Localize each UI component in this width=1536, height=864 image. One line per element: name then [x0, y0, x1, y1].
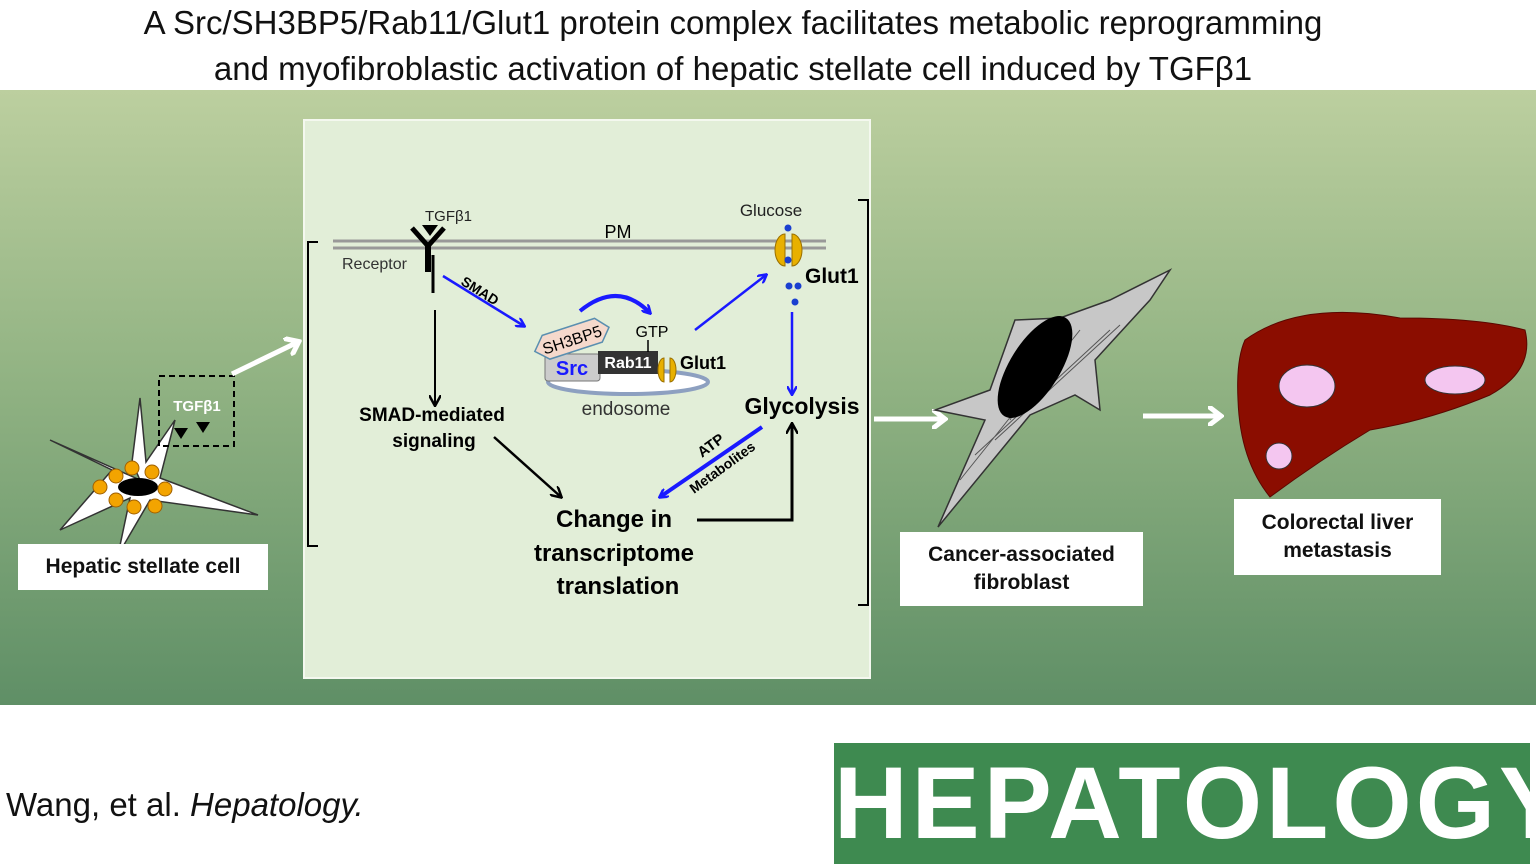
rab11-label: Rab11 [604, 355, 651, 372]
right-bracket [858, 199, 869, 606]
page-title: A Src/SH3BP5/Rab11/Glut1 protein complex… [0, 0, 1466, 92]
crlm-text-2: metastasis [1283, 539, 1392, 562]
rab11-box [598, 351, 658, 374]
mechanism-panel [303, 119, 871, 679]
smad-signaling-label-2: signaling [392, 431, 475, 452]
glut1-transporter-icon [774, 224, 803, 306]
left-bracket [307, 241, 318, 547]
logo-text: HEPATOLOGY [834, 746, 1536, 860]
smad-signaling-label: SMAD-mediated [359, 405, 505, 426]
glut1-membrane-label: Glut1 [805, 265, 859, 288]
crlm-text-1: Colorectal liver [1261, 511, 1414, 534]
citation: Wang, et al. Hepatology. [6, 786, 364, 824]
receptor-icon [410, 225, 446, 293]
pm-label: PM [605, 222, 632, 242]
gtp-label: GTP [636, 324, 669, 341]
hsc-text: Hepatic stellate cell [45, 555, 241, 578]
title-line-1: A Src/SH3BP5/Rab11/Glut1 protein complex… [143, 4, 1323, 41]
caf-label: Cancer-associated fibroblast [900, 532, 1143, 606]
citation-journal: Hepatology. [190, 786, 364, 823]
citation-authors: Wang, et al. [6, 786, 191, 823]
glucose-label: Glucose [740, 201, 802, 220]
receptor-label: Receptor [342, 256, 408, 273]
cancer-associated-fibroblast-icon [932, 268, 1173, 528]
journal-logo: HEPATOLOGY [834, 743, 1536, 864]
gtp-loading-arrow [578, 294, 650, 313]
feedback-arrow [697, 424, 792, 522]
hepatic-stellate-cell-icon [49, 375, 259, 556]
caf-text-1: Cancer-associated [928, 543, 1115, 566]
hepatic-stellate-cell-label: Hepatic stellate cell [18, 544, 268, 590]
translocation-arrow [694, 275, 766, 331]
change-label-2: transcriptome [534, 540, 694, 567]
glut1-endosome-icon [657, 357, 677, 383]
liver-icon [1237, 311, 1528, 498]
glycolysis-label: Glycolysis [744, 393, 859, 419]
change-label-1: Change in [556, 506, 672, 533]
change-label-3: translation [557, 573, 680, 600]
smad-arrow [442, 274, 524, 326]
caf-text-2: fibroblast [973, 571, 1070, 594]
title-line-2: and myofibroblastic activation of hepati… [213, 50, 1253, 87]
endosome-label: endosome [582, 399, 671, 420]
cell-tgfb1-label: TGFβ1 [173, 398, 221, 415]
src-label: Src [556, 358, 588, 380]
atp-metabolites-arrow [660, 425, 764, 497]
arrow-to-mechanism [230, 342, 298, 377]
tgfb1-label: TGFβ1 [425, 208, 472, 225]
signaling-to-change-arrow [493, 436, 561, 497]
metastasis-label: Colorectal liver metastasis [1234, 499, 1441, 575]
glut1-endosome-label: Glut1 [680, 353, 726, 373]
